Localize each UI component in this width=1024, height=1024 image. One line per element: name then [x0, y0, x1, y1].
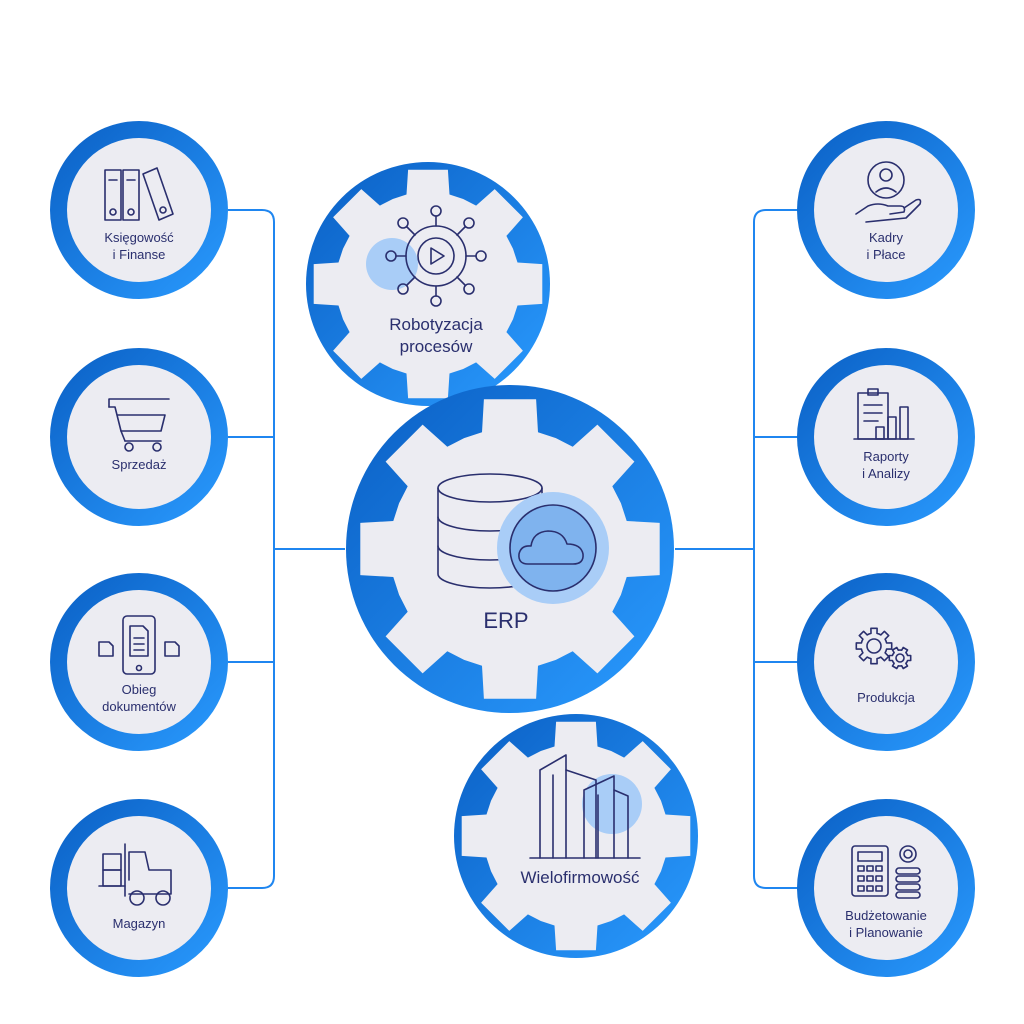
module-label-line1: Księgowość	[104, 230, 174, 245]
gear-label-line2: procesów	[400, 337, 473, 356]
gear-process-automation: Robotyzacja procesów	[306, 162, 550, 406]
module-label-line2: dokumentów	[102, 699, 176, 714]
center-label: ERP	[483, 608, 528, 633]
module-label-line2: i Analizy	[862, 466, 910, 481]
shopping-cart-icon	[108, 398, 170, 452]
person-hand-icon	[855, 161, 922, 223]
module-label-line2: i Płace	[866, 247, 905, 262]
gear-label-line1: Robotyzacja	[389, 315, 483, 334]
mobile-documents-icon	[98, 615, 180, 675]
module-label-line1: Produkcja	[857, 690, 916, 705]
module-hr-payroll[interactable]: Kadry i Płace	[797, 121, 975, 299]
clipboard-chart-icon	[853, 388, 915, 440]
module-label-line1: Budżetowanie	[845, 908, 927, 923]
gear-shape	[461, 721, 691, 951]
module-reports[interactable]: Raporty i Analizy	[797, 348, 975, 526]
module-accounting[interactable]: Księgowość i Finanse	[50, 121, 228, 299]
gear-multi-company: Wielofirmowość	[454, 714, 698, 958]
database-cloud-icon	[437, 473, 609, 604]
gears-icon	[855, 627, 912, 670]
module-warehouse[interactable]: Magazyn	[50, 799, 228, 977]
gear-shape	[313, 169, 543, 399]
module-document-flow[interactable]: Obieg dokumentów	[50, 573, 228, 751]
process-automation-icon	[385, 205, 487, 307]
module-label-line2: i Planowanie	[849, 925, 923, 940]
right-connector	[675, 209, 800, 889]
module-label-line1: Raporty	[863, 449, 909, 464]
buildings-icon	[529, 754, 641, 859]
gear-label: Wielofirmowość	[520, 868, 640, 887]
module-production[interactable]: Produkcja	[797, 573, 975, 751]
module-label-line2: i Finanse	[113, 247, 166, 262]
left-connector	[228, 209, 345, 889]
binders-icon	[104, 167, 174, 221]
module-budgeting[interactable]: Budżetowanie i Planowanie	[797, 799, 975, 977]
forklift-icon	[98, 843, 172, 906]
calculator-coins-icon	[851, 845, 921, 899]
gear-erp: ERP	[346, 385, 674, 713]
module-label-line1: Obieg	[122, 682, 157, 697]
module-sales[interactable]: Sprzedaż	[50, 348, 228, 526]
module-label-line1: Kadry	[869, 230, 903, 245]
module-label-line1: Sprzedaż	[112, 457, 167, 472]
module-label-line1: Magazyn	[113, 916, 166, 931]
